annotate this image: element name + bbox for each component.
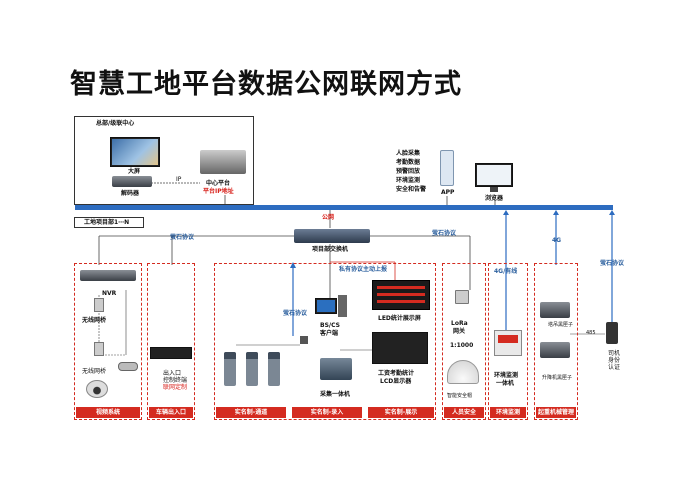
vehicle-line: 出入口	[163, 370, 182, 377]
rs485-label: 485	[586, 330, 596, 336]
feature-item: 预警回放	[396, 168, 421, 175]
lora-line: 网关	[453, 328, 466, 335]
protocol-label-gate: 萤石协议	[283, 310, 308, 317]
env-station-icon	[494, 330, 522, 356]
collector-icon	[320, 358, 352, 380]
lcd-icon	[372, 332, 428, 364]
protocol-label-driver: 萤石协议	[600, 260, 625, 267]
collector-label: 采集一体机	[320, 391, 351, 398]
lift-box-icon	[540, 342, 570, 358]
face-terminal-icon	[300, 336, 308, 344]
feature-item: 安全和告警	[396, 186, 427, 193]
lcd-line: LCD显示器	[380, 378, 412, 385]
app-feature-list: 人脸采集 考勤数据 预警回放 环境监测 安全和告警	[396, 150, 426, 193]
driver-auth-icon	[606, 322, 618, 344]
bar-personnel: 人员安全	[444, 407, 484, 418]
vehicle-line: 控制终端	[163, 377, 188, 384]
vehicle-line: 联网定制	[163, 384, 188, 391]
environment-group	[488, 263, 528, 420]
gate-icon	[246, 352, 258, 386]
private-protocol-label: 私有协议主动上报	[339, 266, 388, 273]
bar-realname-display: 实名制-展示	[368, 407, 434, 418]
helmet-icon	[447, 360, 479, 384]
platform-label: 中心平台	[206, 180, 231, 187]
band-4g-label: 4G	[552, 237, 562, 244]
bullet-camera-icon	[118, 362, 138, 371]
feature-item: 人脸采集	[396, 150, 421, 157]
page-title: 智慧工地平台数据公网联网方式	[70, 69, 462, 100]
bar-crane: 起重机械管理	[536, 407, 576, 418]
feature-item: 环境监测	[396, 177, 421, 184]
bridge-label: 无线网桥	[82, 317, 107, 324]
client-pc-icon	[315, 298, 337, 314]
pc-tower-icon	[338, 295, 347, 317]
tower-box-icon	[540, 302, 570, 318]
switch-label: 项目部交换机	[312, 246, 349, 253]
bar-realname-entry: 实名制-录入	[292, 407, 362, 418]
dome-camera-icon	[86, 380, 108, 398]
vehicle-text: 出入口 控制终端 联网定制	[163, 370, 187, 391]
nvr-label: NVR	[102, 290, 117, 297]
crane-group	[534, 263, 578, 420]
driver-auth-text: 司机 身份 认证	[608, 350, 620, 371]
bscs-label: BS/CS	[320, 322, 340, 329]
phone-icon	[440, 150, 454, 186]
bar-realname-gate: 实名制-通道	[216, 407, 286, 418]
nvr-icon	[80, 270, 136, 281]
feature-item: 考勤数据	[396, 159, 421, 166]
ratio-label: 1:1000	[450, 342, 474, 349]
driver-line: 司机	[608, 350, 621, 357]
bar-video: 视频系统	[76, 407, 140, 418]
driver-line: 身份	[608, 357, 621, 364]
video-group	[74, 263, 142, 420]
lora-gateway-icon	[455, 290, 469, 304]
bar-vehicle: 车辆出入口	[149, 407, 193, 418]
helmet-label: 智能安全帽	[447, 393, 473, 399]
led-label: LED统计展示屏	[378, 315, 421, 322]
protocol-label-left: 萤石协议	[170, 234, 195, 241]
bar-environment: 环境监测	[490, 407, 526, 418]
project-label: 工地项目部1⋯N	[84, 219, 130, 226]
band-4g-wired-label: 4G/有线	[494, 268, 518, 275]
monitor-icon	[475, 163, 513, 187]
led-screen-icon	[372, 280, 430, 310]
lcd-line: 工资考勤统计	[378, 370, 415, 377]
bridge-icon-2	[94, 342, 104, 356]
monitor-stand	[490, 187, 498, 192]
server-icon	[200, 150, 246, 174]
lora-line: LoRa	[451, 320, 468, 327]
gate-icon	[268, 352, 280, 386]
network-bus	[75, 205, 613, 210]
decoder-icon	[112, 176, 152, 187]
env-line: 环境监测	[494, 372, 519, 379]
bigscreen-icon	[110, 137, 160, 167]
vehicle-terminal-icon	[150, 347, 192, 359]
switch-icon	[294, 229, 370, 243]
lift-label: 升降机黑匣子	[542, 375, 573, 381]
app-label: APP	[441, 189, 455, 196]
driver-line: 认证	[608, 364, 621, 371]
platform-ip-label: 平台IP地址	[203, 188, 234, 195]
realname-group	[214, 263, 436, 420]
client-label: 客户端	[320, 330, 339, 337]
ip-label: IP	[176, 176, 182, 183]
tower-label: 塔吊黑匣子	[548, 322, 574, 328]
browser-label: 浏览器	[485, 195, 504, 202]
personnel-group	[442, 263, 486, 420]
gate-icon	[224, 352, 236, 386]
project-label-box	[74, 217, 144, 228]
bigscreen-label: 大屏	[128, 168, 141, 175]
hq-box	[74, 116, 254, 205]
bridge-icon	[94, 298, 104, 312]
decoder-label: 解码器	[121, 190, 140, 197]
vehicle-group	[147, 263, 195, 420]
protocol-label-right: 萤石协议	[432, 230, 457, 237]
bridge-label-2: 无线网桥	[82, 368, 107, 375]
env-line: 一体机	[496, 380, 515, 387]
internet-label: 公网	[322, 214, 335, 221]
hq-label: 总部/级联中心	[96, 120, 135, 127]
